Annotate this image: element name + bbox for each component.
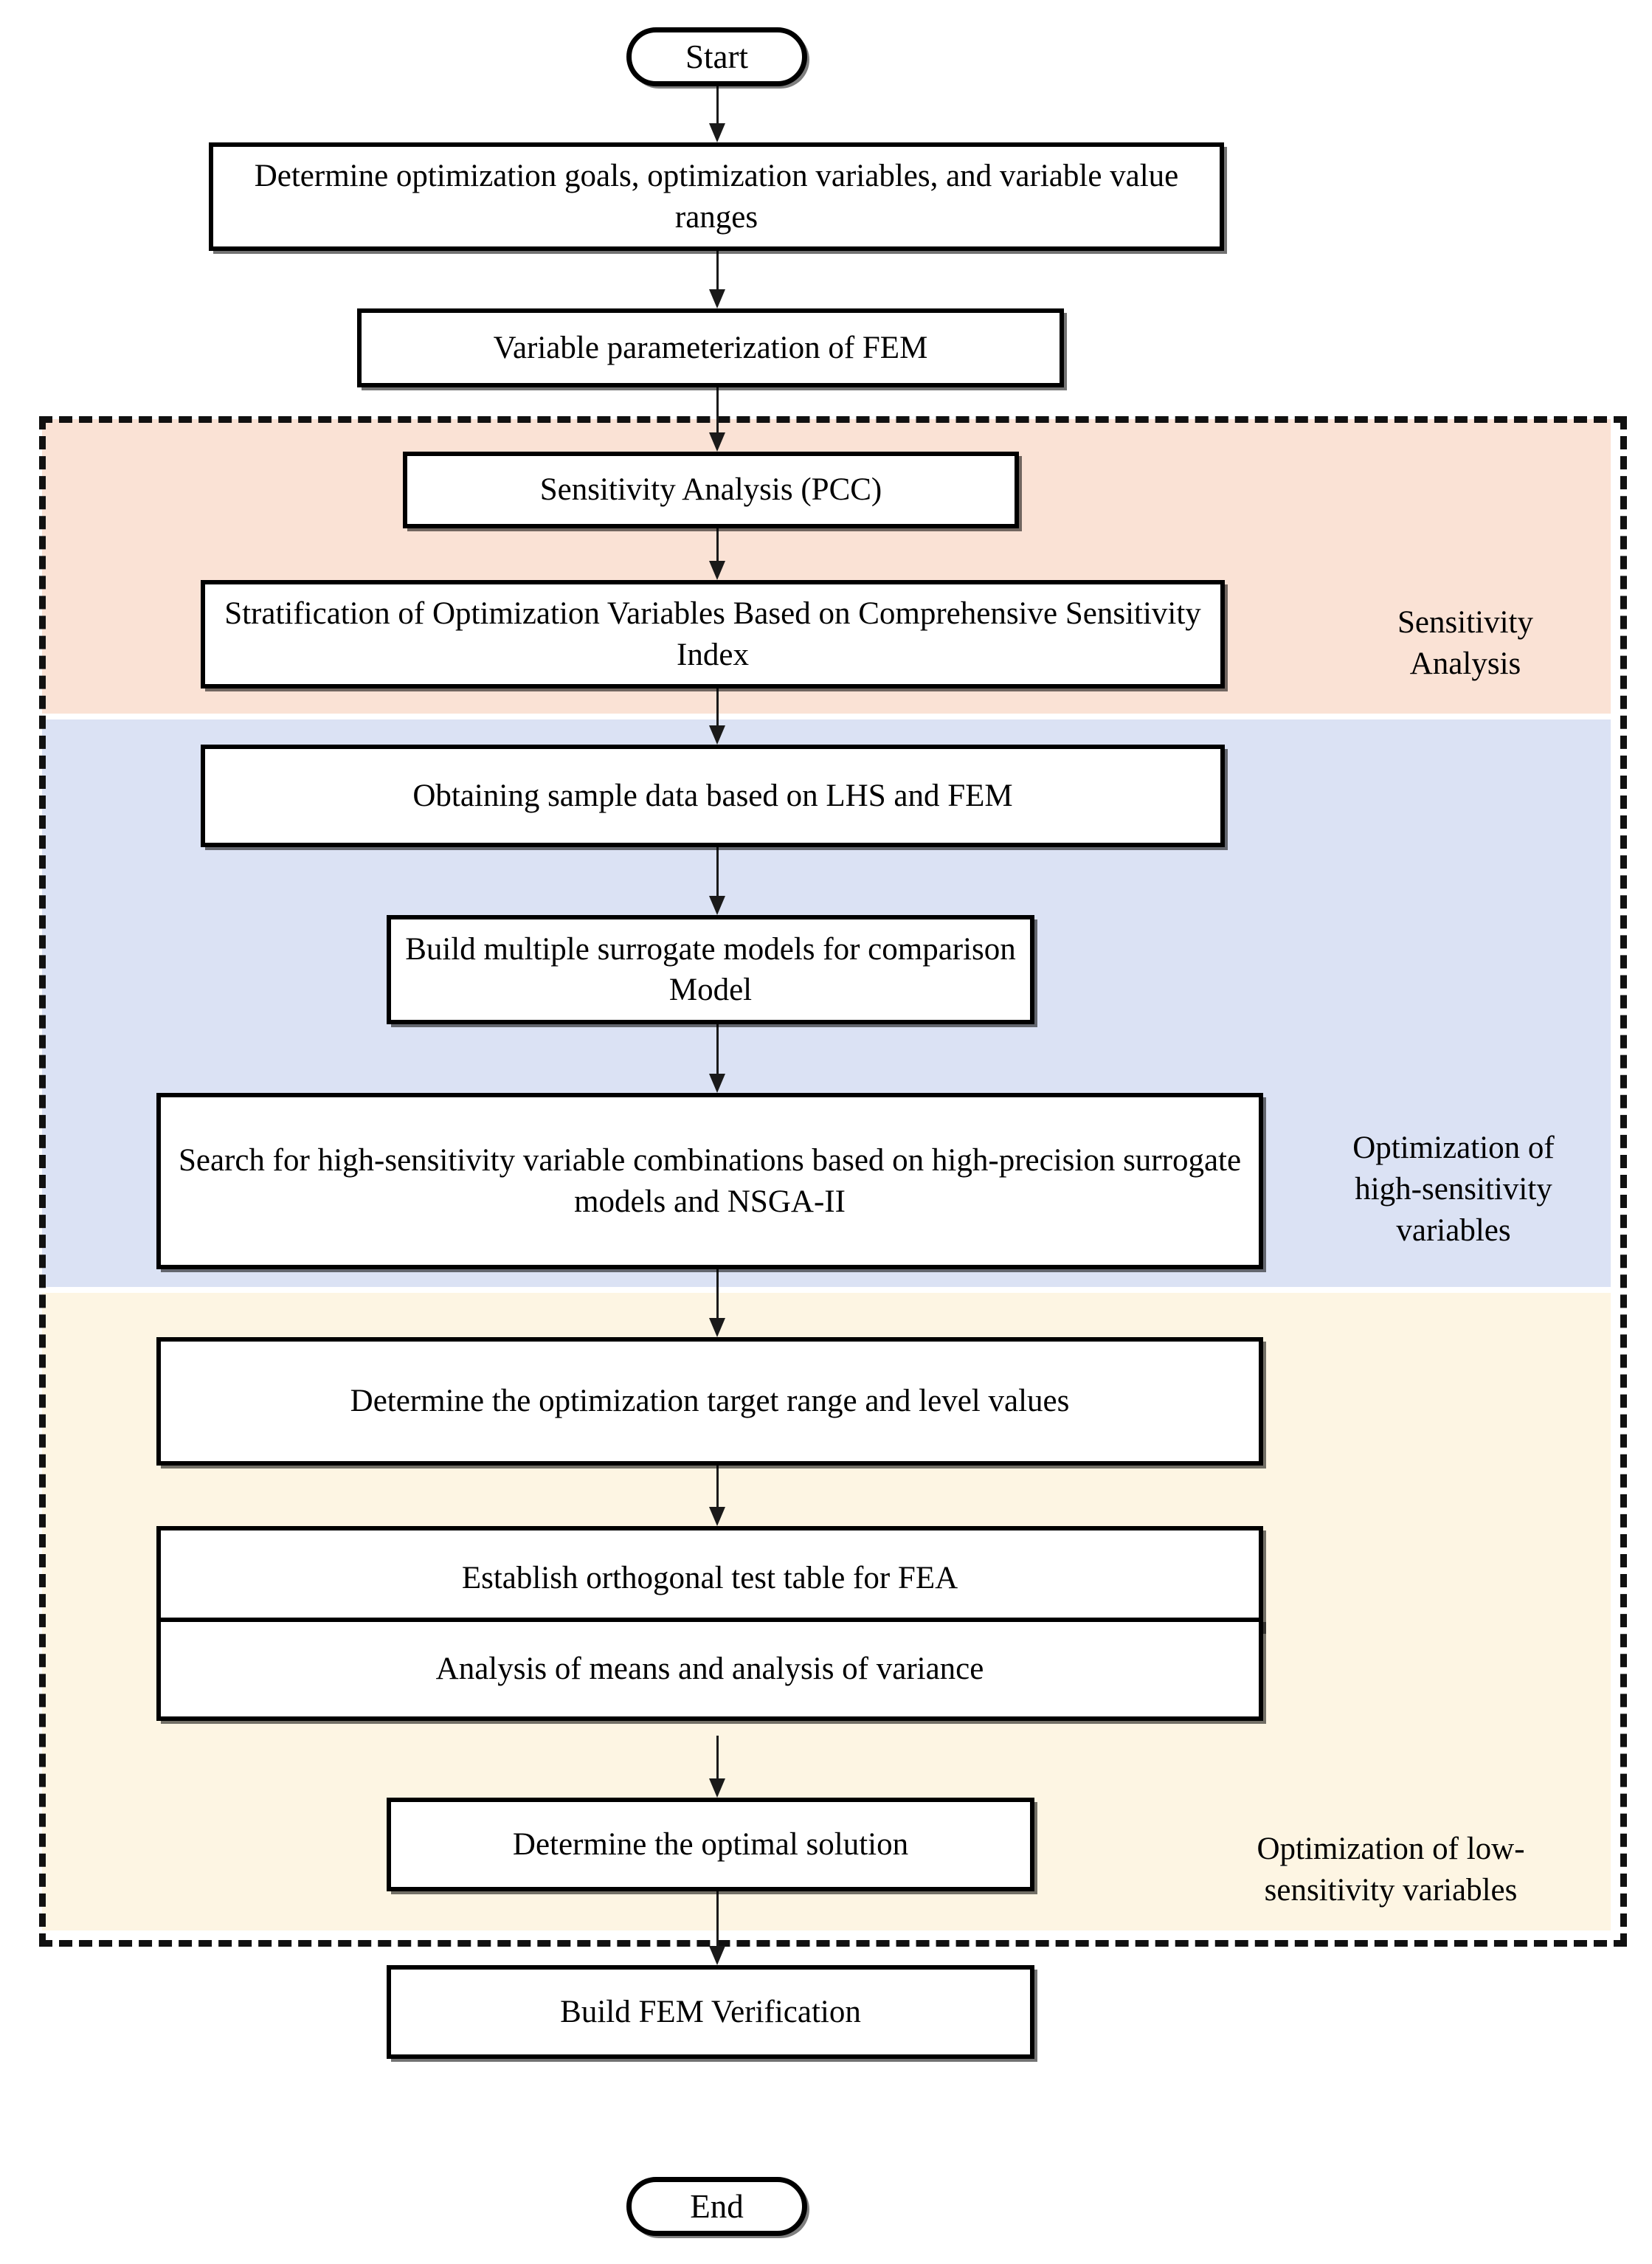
band-label-low-sensitivity-text: Optimization of low-sensitivity variable… — [1257, 1832, 1525, 1908]
node-variable-parameterization-label: Variable parameterization of FEM — [493, 330, 928, 365]
connector-target-range-to-orthogonal-table — [708, 1466, 726, 1526]
band-label-low-sensitivity: Optimization of low-sensitivity variable… — [1199, 1829, 1583, 1911]
node-optimal-solution[interactable]: Determine the optimal solution — [387, 1798, 1034, 1891]
node-variable-parameterization[interactable]: Variable parameterization of FEM — [357, 308, 1064, 387]
node-determine-goals-label: Determine optimization goals, optimizati… — [254, 159, 1179, 235]
node-means-variance-label: Analysis of means and analysis of varian… — [435, 1652, 984, 1687]
connector-stratification-to-sample-data — [708, 688, 726, 745]
connector-determine-goals-to-variable-parameterization — [708, 251, 726, 308]
node-fem-verification-label: Build FEM Verification — [560, 1994, 861, 2029]
node-stratification-label: Stratification of Optimization Variables… — [224, 596, 1201, 672]
node-optimal-solution-label: Determine the optimal solution — [512, 1826, 909, 1862]
node-search-combinations[interactable]: Search for high-sensitivity variable com… — [156, 1093, 1263, 1269]
band-label-high-sensitivity-text: Optimization of high-sensitivity variabl… — [1352, 1131, 1555, 1248]
node-determine-goals[interactable]: Determine optimization goals, optimizati… — [209, 142, 1224, 251]
node-surrogate-models[interactable]: Build multiple surrogate models for comp… — [387, 915, 1034, 1024]
connector-search-combinations-to-target-range — [708, 1269, 726, 1337]
connector-sensitivity-analysis-to-stratification — [708, 528, 726, 580]
connector-variable-parameterization-to-sensitivity-analysis — [708, 387, 726, 452]
band-label-high-sensitivity: Optimization of high-sensitivity variabl… — [1332, 1128, 1575, 1252]
connector-start-to-determine-goals — [708, 86, 726, 142]
connector-surrogate-models-to-search-combinations — [708, 1024, 726, 1093]
connector-fem-verification-to-end — [708, 1891, 726, 1965]
terminator-end-label: End — [690, 2188, 744, 2225]
node-stratification[interactable]: Stratification of Optimization Variables… — [201, 580, 1225, 688]
connector-optimal-solution-to-fem-verification — [708, 1736, 726, 1798]
node-orthogonal-table-label: Establish orthogonal test table for FEA — [461, 1561, 958, 1596]
terminator-start-label: Start — [685, 38, 748, 75]
node-means-variance[interactable]: Analysis of means and analysis of varian… — [156, 1618, 1263, 1721]
node-search-combinations-label: Search for high-sensitivity variable com… — [178, 1143, 1242, 1219]
node-target-range[interactable]: Determine the optimization target range … — [156, 1337, 1263, 1466]
node-orthogonal-table[interactable]: Establish orthogonal test table for FEA — [156, 1526, 1263, 1631]
connector-sample-data-to-surrogate-models — [708, 847, 726, 915]
node-surrogate-models-label: Build multiple surrogate models for comp… — [405, 931, 1016, 1007]
node-sensitivity-analysis-label: Sensitivity Analysis (PCC) — [539, 472, 882, 508]
node-sample-data[interactable]: Obtaining sample data based on LHS and F… — [201, 745, 1225, 847]
node-target-range-label: Determine the optimization target range … — [350, 1384, 1070, 1419]
band-label-sensitivity-analysis: Sensitivity Analysis — [1358, 602, 1572, 685]
terminator-start[interactable]: Start — [626, 27, 807, 86]
node-sensitivity-analysis[interactable]: Sensitivity Analysis (PCC) — [403, 452, 1019, 528]
terminator-end[interactable]: End — [626, 2177, 807, 2236]
node-fem-verification[interactable]: Build FEM Verification — [387, 1965, 1034, 2059]
band-label-sensitivity-text: Sensitivity Analysis — [1397, 605, 1533, 681]
node-sample-data-label: Obtaining sample data based on LHS and F… — [412, 778, 1013, 813]
